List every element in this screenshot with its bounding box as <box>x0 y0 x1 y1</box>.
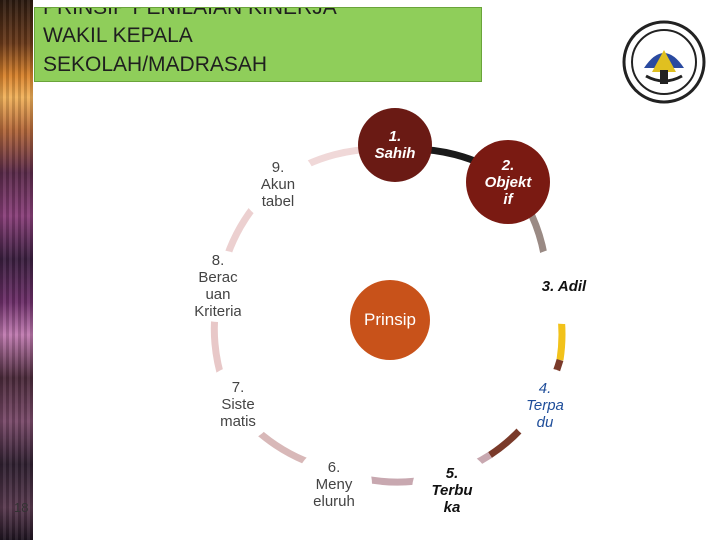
page-number: 18 <box>14 500 29 515</box>
node-3-adil: 3. Adil <box>516 248 612 324</box>
tut-wuri-handayani-logo <box>622 20 706 104</box>
title-line-1: PRINSIP PENILAIAN KINERJA <box>43 7 337 19</box>
title-box: PRINSIP PENILAIAN KINERJA WAKIL KEPALA S… <box>34 7 482 82</box>
node-1-sahih: 1.Sahih <box>358 108 432 182</box>
title-line-3: SEKOLAH/MADRASAH <box>43 53 268 76</box>
center-prinsip: Prinsip <box>350 280 430 360</box>
title-line-2: WAKIL KEPALA <box>43 24 193 47</box>
decorative-tulip-strip <box>0 0 33 540</box>
